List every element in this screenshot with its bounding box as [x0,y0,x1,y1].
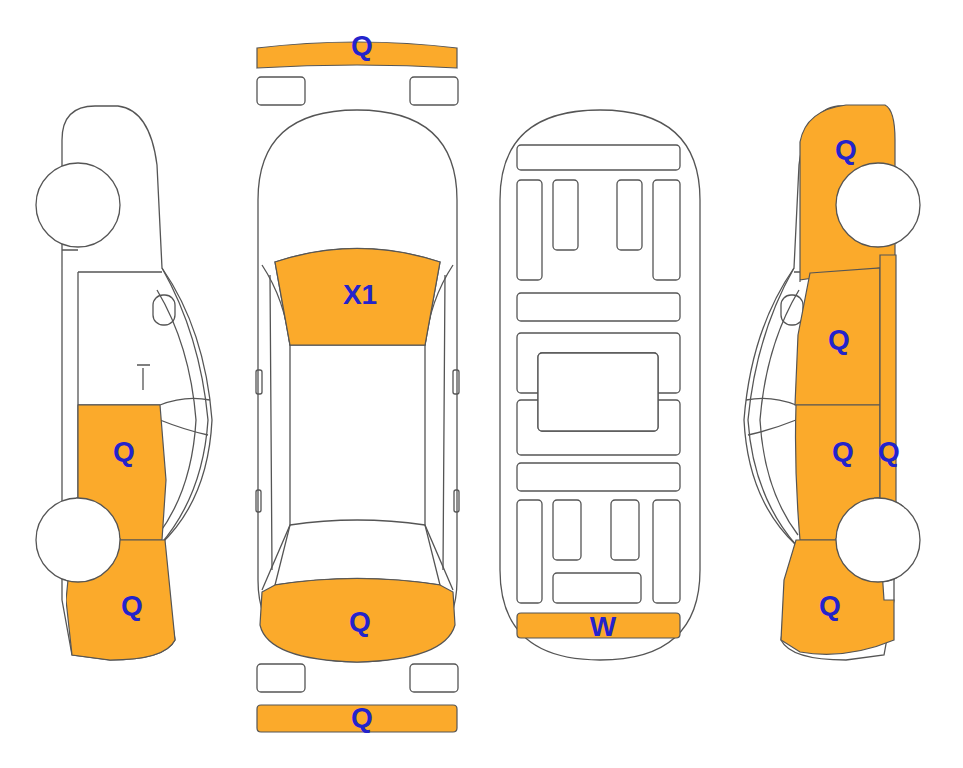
damage-panel: Q [255,34,460,72]
underside-view [500,110,700,660]
panel-fill [257,705,457,732]
damage-code: Q [349,608,371,636]
wheel [836,538,898,582]
damage-panel: Q [258,572,458,664]
panel-shape [76,403,168,542]
damage-panel: X1 [272,238,443,348]
damage-panel: Q [874,250,904,550]
damage-code: X1 [343,281,377,309]
panel-fill [795,268,880,405]
damage-panel: Q [255,703,460,735]
panel-shape [792,403,882,542]
damage-panel: Q [772,538,898,660]
damage-code: Q [113,438,135,466]
panel-fill [275,249,440,346]
damage-code: Q [351,704,373,732]
damage-panel: Q [76,403,168,542]
damage-panel: Q [792,403,882,542]
damage-code: Q [832,438,854,466]
wheel [874,498,904,550]
damage-code: Q [819,592,841,620]
damage-code: Q [835,136,857,164]
wheel [836,498,882,542]
damage-code: W [590,613,616,641]
panel-shape [874,250,904,550]
damage-code: Q [828,326,850,354]
damage-panel: Q [792,266,882,407]
wheel [836,163,898,247]
damage-code: Q [878,438,900,466]
damage-code: Q [121,592,143,620]
panel-fill [260,579,455,663]
damage-code: Q [351,32,373,60]
damage-panel: Q [66,538,178,663]
wheel [76,498,120,542]
wheel [36,163,920,582]
wheel [66,538,120,582]
damage-panel: W [515,611,682,640]
top-view [256,77,459,692]
